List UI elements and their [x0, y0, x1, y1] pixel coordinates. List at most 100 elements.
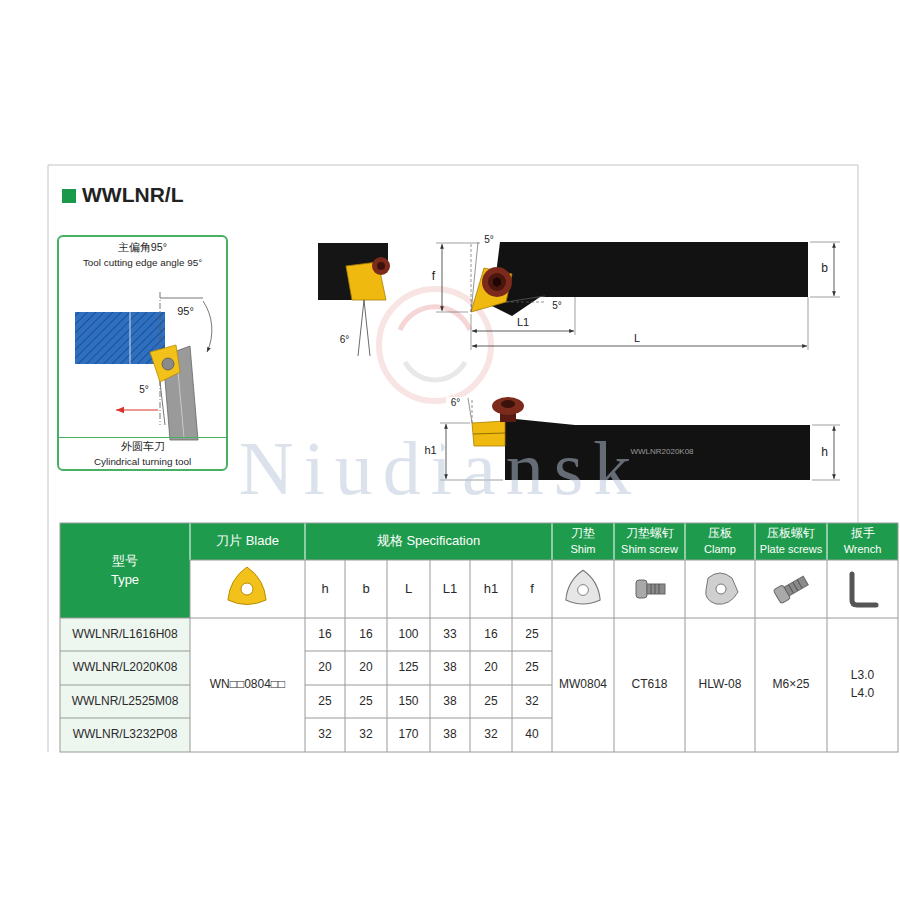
extension-line	[436, 312, 468, 313]
table-header: 刀垫	[552, 525, 614, 542]
table-cell: 125	[387, 651, 430, 685]
table-header: Shim	[552, 541, 614, 558]
separator	[190, 523, 191, 560]
angle-line	[468, 398, 472, 423]
wrench-icon	[852, 574, 876, 605]
extension-line	[812, 425, 840, 426]
shim-screw-icon	[636, 580, 665, 598]
table-cell: 32	[512, 685, 552, 718]
table-cell: 25	[305, 685, 345, 718]
separator	[685, 523, 686, 560]
table-cell: 170	[387, 718, 430, 752]
table-cell: 38	[430, 685, 470, 718]
shim-shape	[566, 570, 600, 604]
grid-line	[190, 560, 191, 752]
angle-label: 5°	[480, 234, 498, 246]
table-cell: 25	[470, 685, 512, 718]
table-cell: 38	[430, 651, 470, 685]
screw-head	[636, 580, 647, 598]
extension-line	[812, 480, 840, 481]
grid-line	[387, 560, 388, 752]
logo-arc	[405, 362, 465, 380]
shim-hole	[578, 585, 589, 596]
grid-line	[827, 560, 828, 752]
plate-screw-icon	[773, 574, 810, 604]
angle-label: 5°	[135, 384, 153, 396]
table-header: 压板螺钉	[755, 525, 827, 542]
table-cell: WN□□0804□□	[190, 618, 305, 752]
table-cell: 33	[430, 618, 470, 651]
table-cell: 20	[345, 651, 387, 685]
screw-thread	[647, 584, 665, 594]
angle-label: 6°	[335, 334, 354, 346]
grid-line	[755, 560, 756, 752]
table-cell: 40	[512, 718, 552, 752]
type-column	[60, 618, 190, 752]
table-cell: L4.0	[827, 685, 898, 702]
tool-holder	[163, 346, 198, 440]
table-cell: M6×25	[755, 618, 827, 752]
panel-heading: 外圆车刀	[59, 439, 226, 454]
header-separators	[190, 523, 827, 560]
table-header: Type	[60, 571, 190, 589]
table-cell: 38	[430, 718, 470, 752]
table-cell: CT618	[614, 618, 685, 752]
dimension-label: L	[630, 332, 644, 345]
angle-line	[506, 296, 545, 302]
extension-line	[810, 297, 840, 298]
model-cell: WWLNR/L1616H08	[60, 618, 190, 651]
table-header: 型号	[60, 552, 190, 570]
column-header: L1	[430, 560, 470, 618]
table-border	[60, 523, 898, 752]
extension-line	[471, 314, 472, 350]
table-grid	[60, 523, 898, 752]
insert	[471, 268, 512, 312]
dimension-label: h	[818, 446, 831, 460]
table-header: 刀片 Blade	[190, 523, 305, 560]
table-cell: 25	[512, 618, 552, 651]
angle-line	[160, 382, 165, 425]
column-header: L	[387, 560, 430, 618]
watermark: Niudiansk	[200, 428, 680, 510]
table-cell: MW0804	[552, 618, 614, 752]
grid-line	[305, 560, 306, 752]
screw-thread	[784, 576, 808, 596]
clamp-screw-hole	[377, 262, 385, 270]
shank	[575, 242, 808, 297]
panel-subheading: Cylindrical turning tool	[59, 454, 226, 469]
insert	[346, 262, 386, 300]
table-header: 压板	[685, 525, 755, 542]
grid-line	[614, 560, 615, 752]
workpiece-step	[130, 312, 131, 364]
model-cell: WWLNR/L3232P08	[60, 718, 190, 752]
reference-line	[506, 302, 545, 303]
cutting-illustration	[75, 292, 212, 440]
grid-line	[60, 618, 898, 619]
table-cell: 32	[305, 718, 345, 752]
dimension-line	[472, 346, 807, 347]
dimension-line	[472, 331, 574, 332]
dimension-label: f	[427, 270, 440, 284]
grid-line	[60, 718, 190, 719]
table-cell: 32	[345, 718, 387, 752]
frame	[48, 165, 858, 752]
extension-line	[810, 242, 840, 243]
reference-line	[471, 242, 472, 312]
spec-table	[60, 523, 898, 752]
thread-lines	[789, 580, 803, 594]
panel-footer: 外圆车刀Cylindrical turning tool	[59, 437, 226, 469]
insert-hole	[241, 583, 253, 595]
grid-line	[305, 651, 552, 652]
separator	[552, 523, 553, 560]
table-cell: 16	[345, 618, 387, 651]
grid-line	[190, 560, 898, 561]
table-cell: 25	[512, 651, 552, 685]
dimension-line	[834, 426, 835, 479]
table-cell: 20	[305, 651, 345, 685]
hex-socket	[493, 277, 501, 287]
diagram-title: WWLNR/L	[82, 183, 183, 207]
plan-view	[436, 242, 840, 350]
insert-shape	[228, 567, 266, 605]
